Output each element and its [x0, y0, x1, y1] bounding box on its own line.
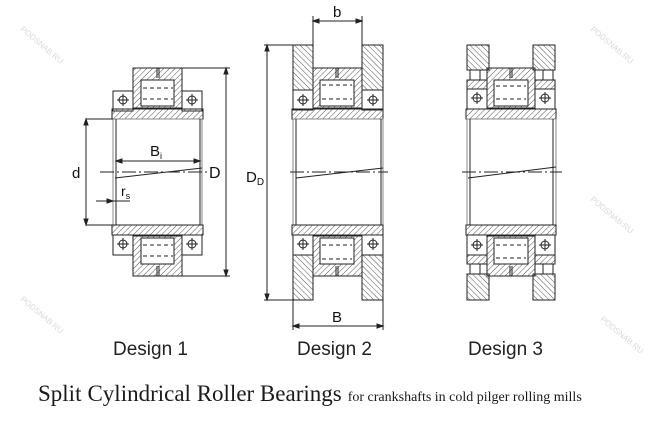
dim-d: d: [72, 165, 80, 182]
dim-bi-main: B: [150, 143, 160, 160]
roller-top: [319, 79, 355, 107]
caption-main: Cylindrical Roller Bearings: [87, 381, 342, 406]
inner-ring-top: [111, 108, 204, 120]
design-2-drawing: [264, 16, 388, 330]
dim-bi-sub: i: [160, 151, 162, 161]
dim-DD: DD: [246, 169, 264, 188]
roller-bottom: [140, 237, 175, 265]
dim-B: B: [332, 309, 342, 326]
roller-top: [493, 79, 529, 107]
dim-rs: rs: [121, 183, 131, 201]
design-1-label: Design 1: [113, 339, 188, 360]
design-3-label: Design 3: [468, 339, 543, 360]
dim-rs-main: r: [121, 183, 126, 199]
design-1-drawing: [83, 66, 230, 278]
design-3-drawing: [462, 44, 562, 301]
caption-split: Split: [38, 381, 82, 406]
dim-DD-main: D: [246, 169, 257, 186]
dim-bi: Bi: [150, 143, 162, 161]
roller-bottom: [319, 237, 355, 265]
caption-sub: for crankshafts in cold pilger rolling m…: [347, 390, 582, 405]
roller-bottom: [493, 237, 529, 265]
dim-b: b: [333, 4, 341, 21]
dim-D: D: [209, 165, 221, 182]
inner-ring-bottom: [111, 224, 204, 236]
dim-rs-sub: s: [126, 191, 131, 201]
roller-top: [140, 79, 175, 107]
dim-DD-sub: D: [257, 177, 264, 188]
design-2-label: Design 2: [297, 339, 372, 360]
